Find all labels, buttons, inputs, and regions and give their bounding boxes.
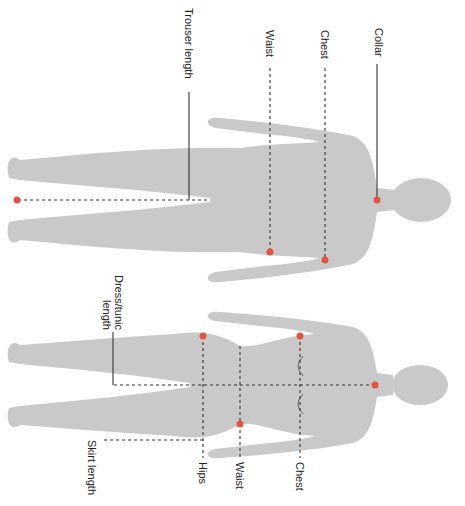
measure-dot <box>237 421 244 428</box>
measurement-label: Dress/tunic length <box>100 268 125 330</box>
male-body <box>8 118 395 283</box>
chest-line <box>324 68 325 260</box>
measure-dot <box>200 333 207 340</box>
trouser-leader <box>188 92 189 200</box>
measure-dot <box>14 197 21 204</box>
waist-line <box>239 346 240 458</box>
dress-leader <box>112 332 113 385</box>
measurement-label: Hips <box>197 462 210 484</box>
chest-line <box>299 336 300 458</box>
female-head <box>392 365 448 405</box>
measurement-label: Chest <box>319 30 332 59</box>
measurement-label: Skirt length <box>86 440 99 495</box>
measurement-label: Waist <box>234 462 247 489</box>
measure-dot <box>267 249 274 256</box>
skirt-line <box>103 439 203 440</box>
measurement-label: Waist <box>264 30 277 57</box>
trouser-line <box>17 199 207 200</box>
waist-line <box>269 68 270 252</box>
measure-dot <box>322 257 329 264</box>
female-body <box>8 312 393 459</box>
measurement-label: Trouser length <box>183 8 196 79</box>
collar-leader <box>376 64 377 197</box>
dress-line <box>113 384 375 385</box>
measure-dot <box>297 333 304 340</box>
male-head <box>391 178 451 222</box>
measurement-label: Chest <box>294 462 307 491</box>
measure-dot <box>372 382 379 389</box>
measure-dot <box>374 197 381 204</box>
measurement-label: Collar <box>373 28 386 57</box>
